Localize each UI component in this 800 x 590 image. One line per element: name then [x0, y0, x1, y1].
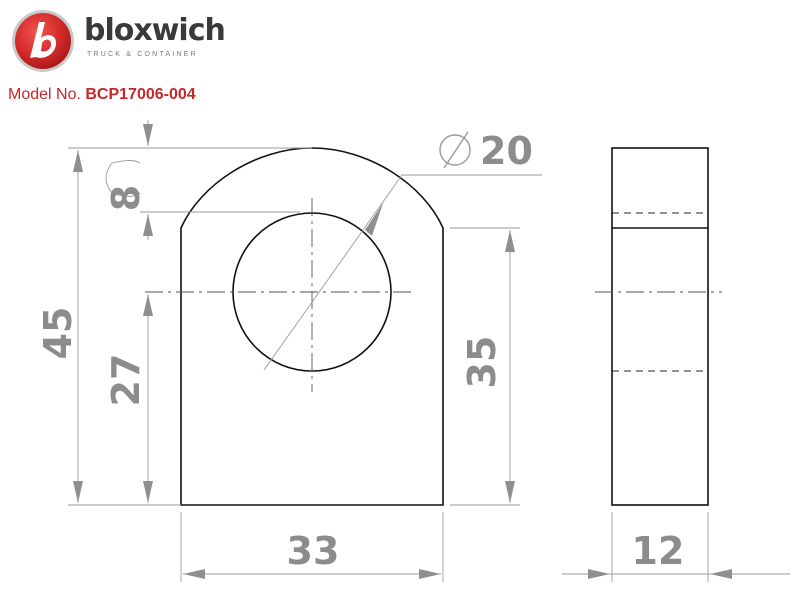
brand-tagline: TRUCK & CONTAINER [87, 51, 198, 58]
extension-lines [68, 147, 709, 582]
model-number: BCP17006-004 [85, 86, 196, 103]
dimension-27-label: 27 [104, 354, 148, 407]
dimension-35-label: 35 [460, 336, 504, 389]
diameter-arrow [365, 203, 383, 236]
diameter-20-label: 20 [480, 129, 533, 173]
side-view-outline [611, 147, 709, 506]
diameter-symbol-icon [439, 131, 471, 169]
model-label: Model No. [8, 86, 81, 103]
dimension-45: 45 [36, 150, 83, 503]
diameter-leader-line [263, 174, 403, 371]
side-view [595, 147, 722, 506]
brand-name: bloxwich [84, 13, 226, 48]
dimension-diameter-20: 20 [439, 129, 533, 173]
front-view [145, 147, 542, 506]
dimension-35: 35 [460, 230, 515, 503]
dimension-12-label: 12 [632, 529, 685, 573]
dimension-45-label: 45 [36, 307, 80, 360]
dimension-33-label: 33 [287, 529, 340, 573]
model-number-line: Model No. BCP17006-004 [8, 86, 196, 104]
dimension-8-label: 8 [104, 185, 148, 211]
dimension-12: 12 [562, 529, 790, 579]
dimension-27: 27 [104, 294, 153, 503]
front-view-outline [180, 147, 444, 506]
dimension-8: 8 [104, 120, 153, 240]
b-logo-badge-icon [12, 10, 74, 72]
dimension-33: 33 [183, 529, 441, 579]
